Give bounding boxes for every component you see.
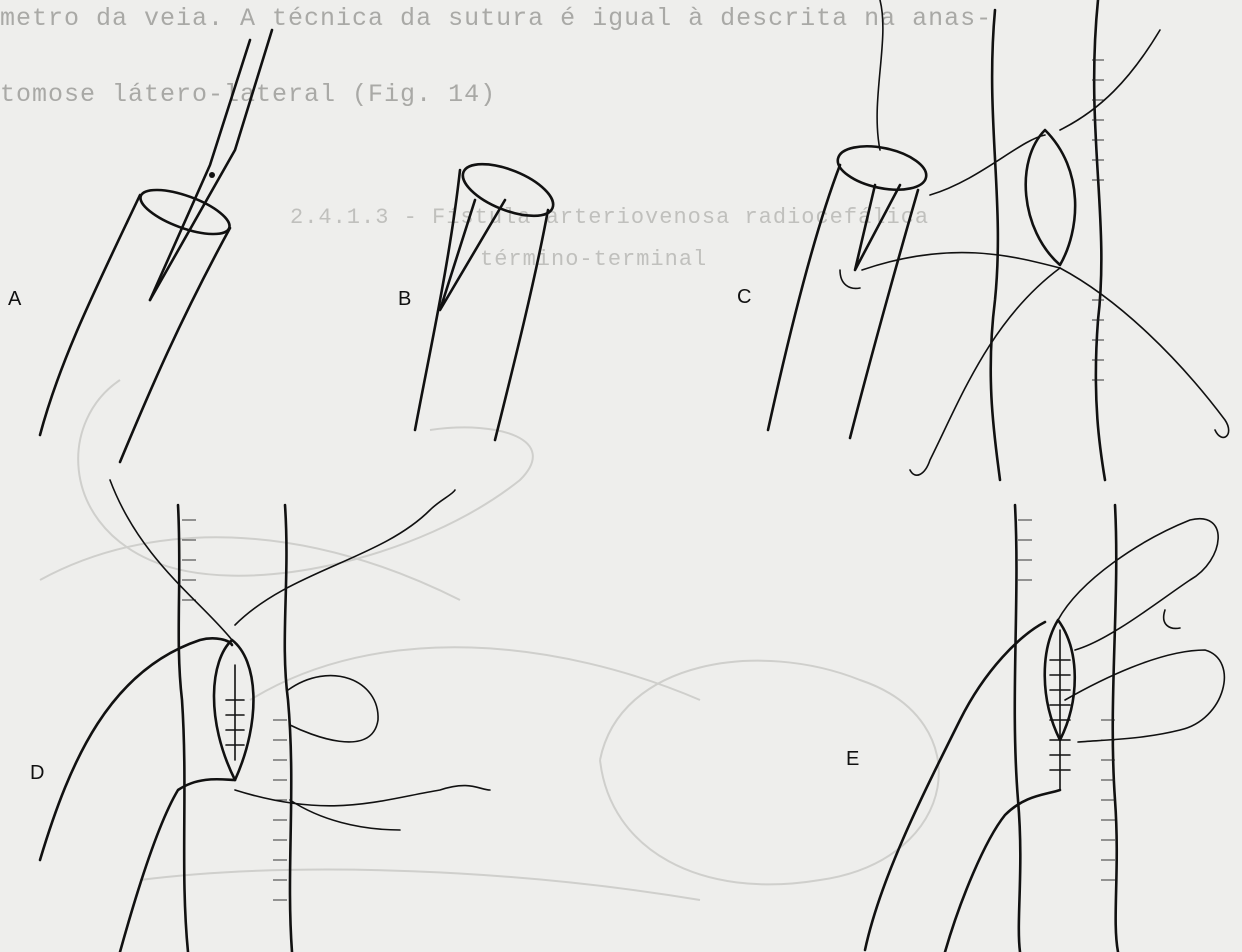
panel-label-d: D (30, 762, 44, 785)
panel-d-drawing (40, 480, 490, 952)
panel-e-drawing (865, 505, 1224, 952)
ghost-sketch (40, 380, 939, 900)
panel-label-a: A (8, 288, 21, 311)
panel-label-b: B (398, 288, 411, 311)
panel-b-drawing (415, 153, 560, 440)
panel-a-drawing (40, 30, 272, 462)
panel-label-e: E (846, 748, 859, 771)
panel-c-drawing (768, 0, 1229, 480)
panel-label-c: C (737, 286, 751, 309)
